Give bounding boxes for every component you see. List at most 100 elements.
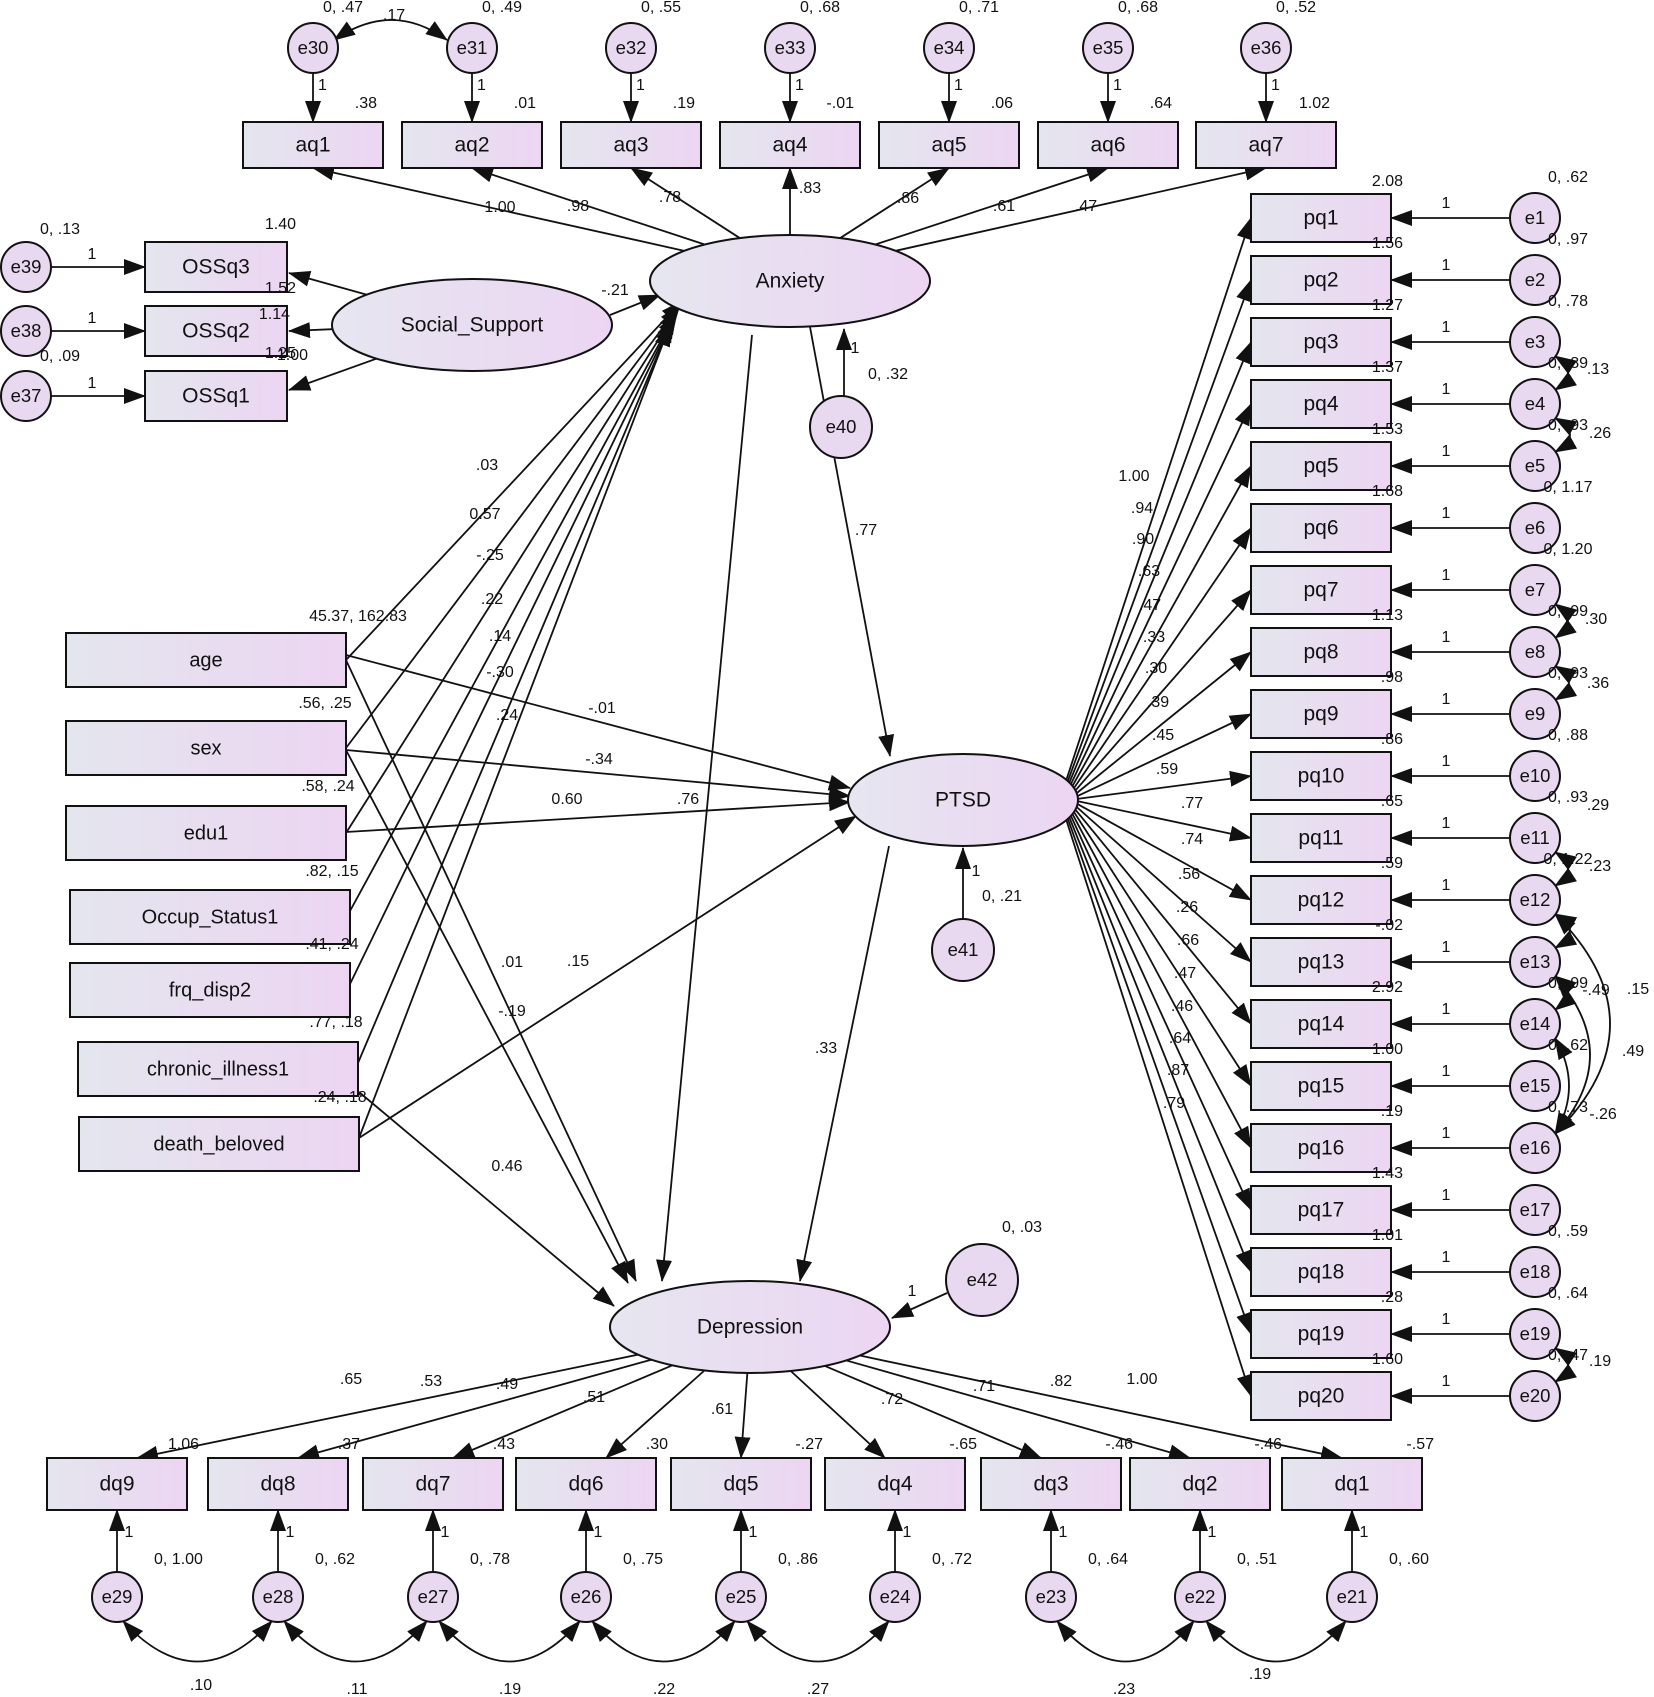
path-chronic-depression <box>358 1091 615 1307</box>
error-variance-pq18: 0, .59 <box>1548 1223 1588 1240</box>
loading-label-pq5: .47 <box>1139 597 1161 614</box>
fixed-one-pq6: 1 <box>1442 505 1451 522</box>
error-e7-circle <box>1509 564 1561 616</box>
indicator-dq5-box <box>670 1457 812 1511</box>
error-variance-dq9: 0, 1.00 <box>154 1551 203 1568</box>
cov-e11-e12 <box>1554 851 1577 887</box>
error-variance-dq4: 0, .72 <box>932 1551 972 1568</box>
error-e35-label: e35 <box>1093 37 1124 58</box>
error-e13-circle <box>1509 936 1561 988</box>
loading-label-dq1: 1.00 <box>1126 1371 1157 1388</box>
cov-e12-e16 <box>1554 913 1611 1135</box>
error-variance-aq2: 0, .49 <box>482 0 522 16</box>
error-variance-pq14: 0, .99 <box>1548 975 1588 992</box>
indicator-pq17-label: pq17 <box>1298 1199 1345 1222</box>
indicator-pq10-box <box>1250 751 1392 801</box>
intercept-dq1: -.57 <box>1406 1436 1434 1453</box>
cov-label-e3-e4: .13 <box>1587 361 1609 378</box>
loading-depression-dq3 <box>822 1364 1042 1459</box>
error-variance-dq8: 0, .62 <box>315 1551 355 1568</box>
disturbance-e42: e42 <box>945 1243 1019 1317</box>
loading-depression-dq7 <box>452 1363 675 1459</box>
error-variance-aq7: 0, .52 <box>1276 0 1316 16</box>
path-label-sex-depression: -.19 <box>498 1003 526 1020</box>
loading-ptsd-pq1 <box>1065 217 1253 780</box>
error-e23-label: e23 <box>1036 1586 1067 1607</box>
path-label-age-ptsd: -.01 <box>588 700 616 717</box>
error-e18-label: e18 <box>1520 1261 1551 1282</box>
error-variance-dq7: 0, .78 <box>470 1551 510 1568</box>
error-e32-circle <box>605 22 657 74</box>
intercept-dq3: -.46 <box>1105 1436 1133 1453</box>
error-e30: e30 <box>287 22 339 74</box>
fixed-one-dq7: 1 <box>441 1524 450 1541</box>
error-e4: e4 <box>1509 378 1561 430</box>
loading-ptsd-pq7 <box>1073 589 1252 793</box>
loading-ptsd-pq11 <box>1077 800 1252 842</box>
intercept-aq4: -.01 <box>826 95 854 112</box>
loading-ptsd-pq13 <box>1074 804 1252 963</box>
intercept-pq1: 2.08 <box>1372 173 1403 190</box>
intercept-dq8: .37 <box>338 1436 360 1453</box>
error-e35: e35 <box>1082 22 1134 74</box>
error-variance-dq3: 0, .64 <box>1088 1551 1128 1568</box>
loading-ptsd-pq14 <box>1073 807 1252 1025</box>
latent-ptsd-shape <box>847 753 1079 847</box>
disturbance-e42-circle <box>945 1243 1019 1317</box>
loading-ptsd-pq5 <box>1070 465 1252 789</box>
error-e14-circle <box>1509 998 1561 1050</box>
covariate-edu1-box <box>65 805 347 861</box>
error-variance-pq8: 0, .99 <box>1548 603 1588 620</box>
indicator-pq20-box <box>1250 1371 1392 1421</box>
indicator-pq15-box <box>1250 1061 1392 1111</box>
error-e29: e29 <box>91 1571 143 1623</box>
cov-label-e13-e16: .49 <box>1622 1043 1644 1060</box>
fixed-one-aq7: 1 <box>1271 77 1280 94</box>
indicator-dq3-box <box>980 1457 1122 1511</box>
indicator-pq14: pq14 <box>1250 999 1392 1049</box>
error-variance-pq2: 0, .97 <box>1548 231 1588 248</box>
error-e29-label: e29 <box>102 1586 133 1607</box>
loading-label-dq5: .61 <box>711 1401 733 1418</box>
error-e7: e7 <box>1509 564 1561 616</box>
latent-social-support: Social_Support <box>331 278 613 372</box>
covariate-stats-Occup_Status1: .82, .15 <box>305 863 358 880</box>
fixed-one-dq3: 1 <box>1059 1524 1068 1541</box>
indicator-dq7-box <box>362 1457 504 1511</box>
latent-depression-shape <box>609 1280 891 1374</box>
error-e5-circle <box>1509 440 1561 492</box>
error-e11-label: e11 <box>1520 827 1550 848</box>
indicator-aq6-box <box>1037 121 1179 169</box>
error-e12: e12 <box>1509 874 1561 926</box>
loading-label-pq2: .94 <box>1131 500 1153 517</box>
error-e36: e36 <box>1240 22 1292 74</box>
intercept-aq7: 1.02 <box>1299 95 1330 112</box>
path-label-death_beloved-anxiety: .24 <box>496 707 518 724</box>
indicator-aq3: aq3 <box>560 121 702 169</box>
indicator-oss1-label: OSSq3 <box>182 256 250 279</box>
error-variance-pq6: 0, 1.17 <box>1544 479 1593 496</box>
loading-label-pq19: .87 <box>1167 1062 1189 1079</box>
path-Occup_Status1-anxiety <box>349 312 677 912</box>
path-label-age-depression: .01 <box>501 954 523 971</box>
cov-label-e7-e8: .30 <box>1585 611 1607 628</box>
indicator-aq6: aq6 <box>1037 121 1179 169</box>
error-e12-label: e12 <box>1520 889 1551 910</box>
path-sex-anxiety <box>345 304 681 749</box>
loading-ptsd-pq8 <box>1074 651 1252 796</box>
error-e23-circle <box>1025 1571 1077 1623</box>
loading-depression-dq6 <box>605 1368 707 1459</box>
error-e19: e19 <box>1509 1308 1561 1360</box>
indicator-aq2: aq2 <box>401 121 543 169</box>
fixed-one-pq17: 1 <box>1442 1187 1451 1204</box>
loading-label-dq2: .82 <box>1050 1373 1072 1390</box>
error-variance-dq2: 0, .51 <box>1237 1551 1277 1568</box>
error-e13-label: e13 <box>1520 951 1551 972</box>
fixed-one-pq16: 1 <box>1442 1125 1451 1142</box>
path-label-ptsd-depression: .33 <box>815 1040 837 1057</box>
indicator-aq1-box <box>242 121 384 169</box>
indicator-pq2: pq2 <box>1250 255 1392 305</box>
loading-label-pq13: .56 <box>1178 866 1200 883</box>
loading-depression-dq8 <box>297 1358 654 1461</box>
indicator-pq17-box <box>1250 1185 1392 1235</box>
